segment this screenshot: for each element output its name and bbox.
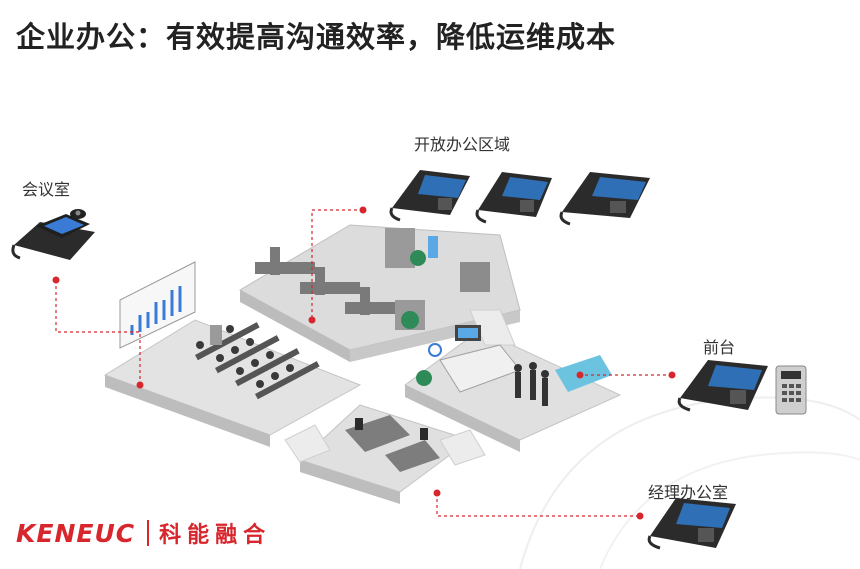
decor-arc: [519, 396, 860, 569]
door-intercom-icon: [775, 365, 807, 415]
label-reception: 前台: [703, 338, 736, 357]
label-meeting-room: 会议室: [22, 180, 71, 199]
ip-phone-icon: [475, 172, 552, 224]
brand-logo: KENEUC 科能融合: [16, 516, 271, 550]
ip-phone-icon: [647, 498, 736, 550]
ip-phone-icon: [389, 170, 470, 222]
label-manager-office: 经理办公室: [648, 483, 729, 502]
brand-divider: [147, 520, 150, 546]
ip-phone-icon: [677, 360, 768, 412]
ip-phone-icon: [559, 172, 650, 226]
video-phone-icon: [11, 209, 95, 260]
page-title: 企业办公：有效提高沟通效率，降低运维成本: [16, 20, 617, 54]
brand-name-cn: 科能融合: [159, 523, 272, 548]
brand-name-en: KENEUC: [16, 518, 136, 548]
office-floorplan: [103, 224, 622, 504]
connection-lines: [55, 209, 672, 517]
connection-dots: [52, 206, 676, 520]
label-open-office: 开放办公区域: [414, 135, 511, 154]
decor-arc: [599, 451, 860, 569]
